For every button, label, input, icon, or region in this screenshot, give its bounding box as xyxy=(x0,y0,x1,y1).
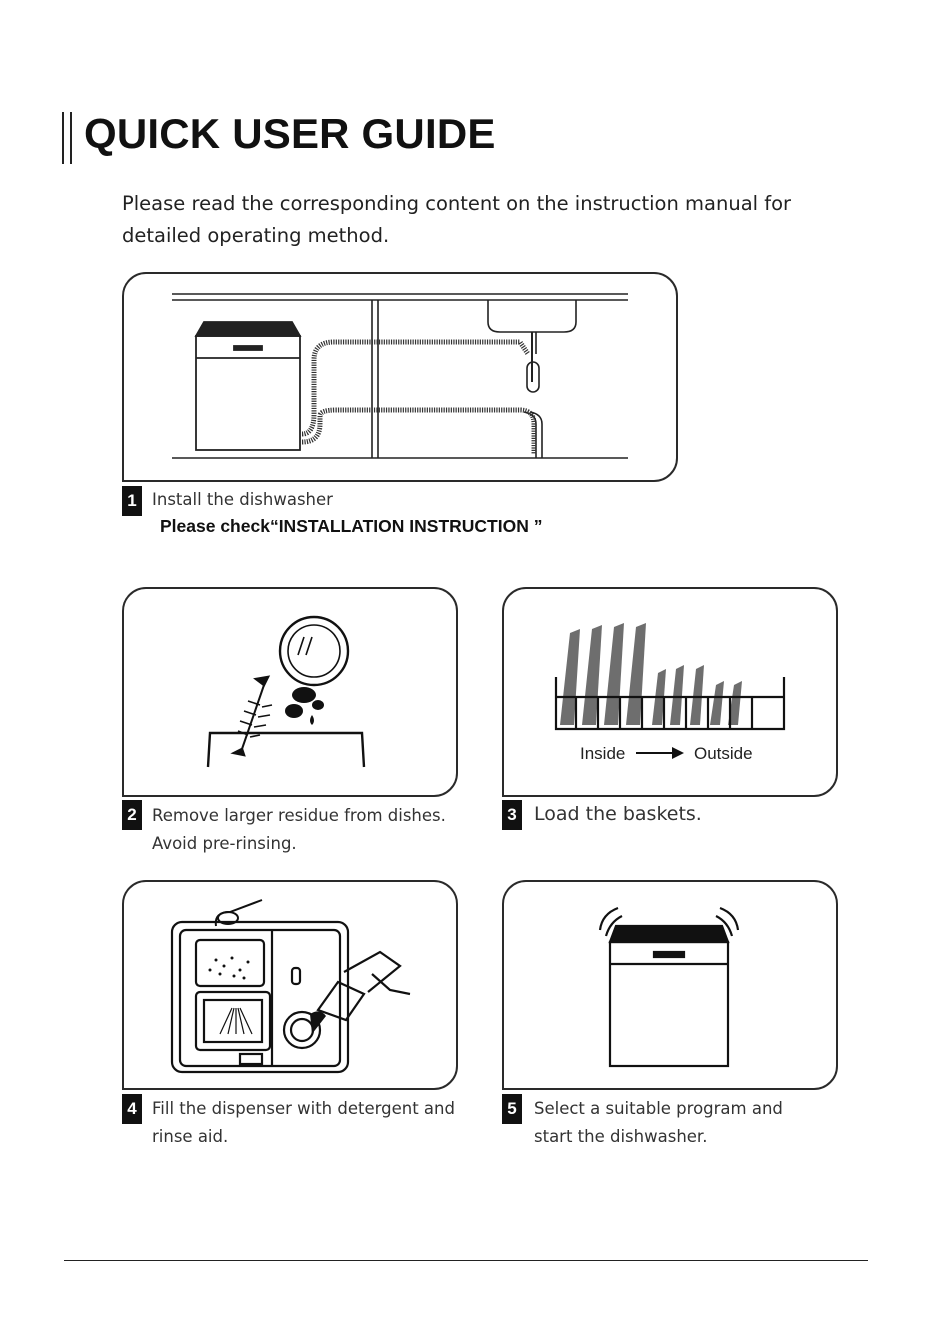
step-4-illustration xyxy=(122,880,458,1090)
step-5-caption: Select a suitable program and start the … xyxy=(534,1095,783,1151)
step-5-line-1: Select a suitable program and xyxy=(534,1099,783,1118)
step-5-line-2: start the dishwasher. xyxy=(534,1127,708,1146)
step-1-number: 1 xyxy=(122,486,142,516)
page-title: QUICK USER GUIDE xyxy=(84,110,496,157)
intro-text: Please read the corresponding content on… xyxy=(122,192,792,247)
footer-rule xyxy=(64,1260,868,1261)
step-5-number: 5 xyxy=(502,1094,522,1124)
step-5-illustration xyxy=(502,880,838,1090)
step-1-note: Please check“INSTALLATION INSTRUCTION ” xyxy=(160,516,543,536)
step-2-number: 2 xyxy=(122,800,142,830)
step-3-caption: Load the baskets. xyxy=(534,800,702,828)
step-2-line-1: Remove larger residue from dishes. xyxy=(152,806,446,825)
step-4-caption: Fill the dispenser with detergent and ri… xyxy=(152,1095,455,1151)
step-2-caption: Remove larger residue from dishes. Avoid… xyxy=(152,802,446,858)
step-3-illustration: Inside Outside xyxy=(502,587,838,797)
step-3-line-1: Load the baskets. xyxy=(534,803,702,825)
step-4-line-2: rinse aid. xyxy=(152,1127,229,1146)
step-2-line-2: Avoid pre-rinsing. xyxy=(152,834,297,853)
title-bar-marker xyxy=(62,112,72,164)
step-1-caption: Install the dishwasher xyxy=(152,486,333,514)
outside-label: Outside xyxy=(694,744,753,763)
step-2-illustration xyxy=(122,587,458,797)
step-4-line-1: Fill the dispenser with detergent and xyxy=(152,1099,455,1118)
step-1-line-1: Install the dishwasher xyxy=(152,490,333,509)
step-1-illustration xyxy=(122,272,678,482)
inside-label: Inside xyxy=(580,744,625,763)
step-4-number: 4 xyxy=(122,1094,142,1124)
step-3-number: 3 xyxy=(502,800,522,830)
